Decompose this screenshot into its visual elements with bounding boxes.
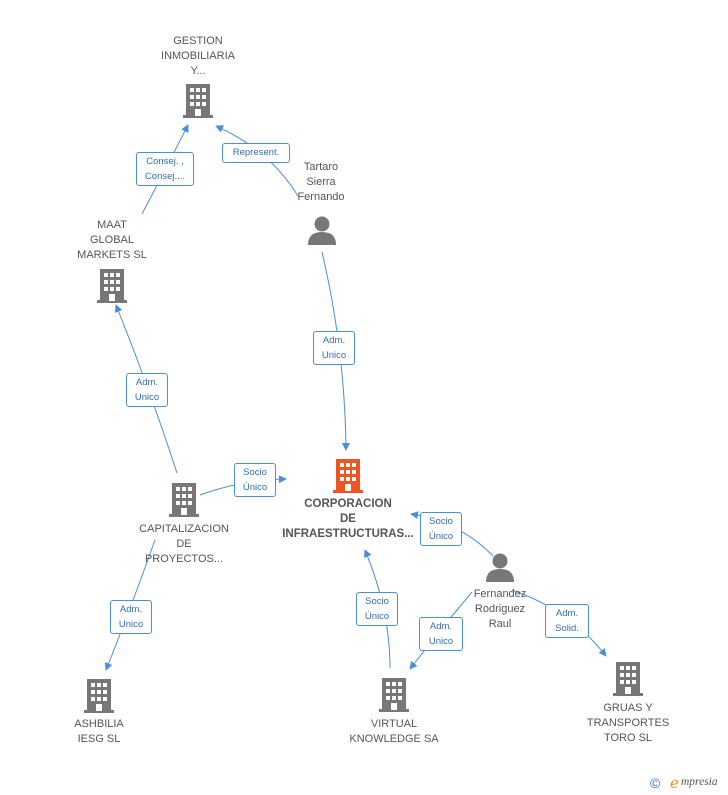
building-icon [613, 662, 643, 696]
building-icon [84, 679, 114, 713]
person-icon [308, 216, 336, 245]
building-icon [169, 483, 199, 517]
node-label: Fernandez Rodriguez Raul [473, 588, 527, 630]
copyright-icon: © [650, 775, 661, 791]
edge-label-fernandez-gruas[interactable]: Adm. Solid. [545, 604, 589, 638]
node-label: CAPITALIZACION DE PROYECTOS... [139, 523, 229, 565]
node-label: VIRTUAL KNOWLEDGE SA [349, 718, 439, 745]
edge-label-tartaro-corporacion[interactable]: Adm. Unico [313, 331, 355, 365]
node-label: GRUAS Y TRANSPORTES TORO SL [586, 702, 670, 744]
brand-initial: e [670, 774, 679, 792]
node-label: MAAT GLOBAL MARKETS SL [77, 219, 147, 261]
edge-label-fernandez-virtual[interactable]: Adm. Unico [419, 617, 463, 651]
edge-label-virtual-corporacion[interactable]: Socio Único [356, 592, 398, 626]
node-label: ASHBILIA IESG SL [74, 718, 124, 745]
edge-label-fernandez-corporacion[interactable]: Socio Único [420, 512, 462, 546]
edge-label-capitalizacion-maat[interactable]: Adm. Unico [126, 373, 168, 407]
edge-label-tartaro-gestion[interactable]: Represent. [222, 143, 290, 163]
building-icon [97, 269, 127, 303]
node-label: GESTION INMOBILIARIA Y... [161, 35, 235, 77]
edge-label-capitalizacion-corporacion[interactable]: Socio Único [234, 463, 276, 497]
brand-name: mpresia [681, 776, 718, 788]
building-icon [183, 84, 213, 118]
node-label: Tartaro Sierra Fernando [297, 161, 345, 203]
edge-label-maat-gestion[interactable]: Consej. , Consej.... [136, 152, 194, 186]
building-icon [333, 459, 363, 493]
edge-label-capitalizacion-ashbilia[interactable]: Adm. Unico [110, 600, 152, 634]
node-label: CORPORACION DE INFRAESTRUCTURAS... [282, 498, 414, 540]
building-icon [379, 678, 409, 712]
person-icon [486, 553, 514, 582]
